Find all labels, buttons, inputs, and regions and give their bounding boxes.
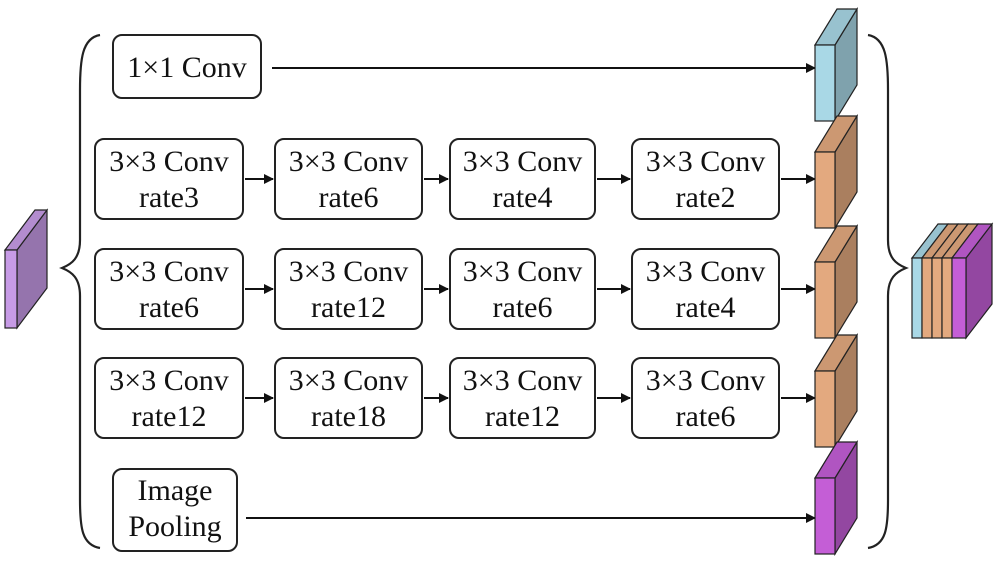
conv-box — [274, 357, 423, 439]
input-block — [3, 208, 49, 330]
conv-box — [631, 248, 780, 330]
concat-layer-front — [911, 257, 923, 339]
image-pooling-label-line1: Image — [138, 474, 213, 507]
conv-box-type: 3×3 Conv — [289, 255, 408, 288]
conv1x1-label: 1×1 Conv — [127, 51, 246, 84]
conv-box — [274, 248, 423, 330]
concat-layer-5 — [950, 222, 994, 340]
conv-box-rate: rate6 — [676, 400, 736, 433]
conv-box-rate: rate4 — [493, 181, 553, 214]
branch-output-blocks — [813, 6, 859, 557]
branch-conv1x1: 1×1 Conv — [112, 34, 816, 99]
branch-output-1-front — [814, 44, 836, 122]
conv-box-type: 3×3 Conv — [646, 255, 765, 288]
concat-layer-front — [931, 257, 943, 339]
image-pooling-label-line2: Pooling — [128, 510, 221, 543]
concat-layer-front — [941, 257, 953, 339]
conv-box — [631, 357, 780, 439]
conv-box — [449, 248, 596, 330]
conv-box — [449, 357, 596, 439]
concat-layer-5-front — [951, 257, 967, 339]
branch-output-3 — [813, 223, 859, 341]
branch-output-4-front — [814, 370, 836, 448]
conv-box-type: 3×3 Conv — [463, 255, 582, 288]
input-feature-block — [3, 208, 49, 330]
conv-box-type: 3×3 Conv — [109, 255, 228, 288]
conv-box-rate: rate12 — [311, 291, 386, 324]
conv-box-rate: rate6 — [493, 291, 553, 324]
conv-box — [94, 138, 244, 220]
conv-box — [94, 357, 244, 439]
conv-box-rate: rate3 — [139, 181, 199, 214]
conv-box-type: 3×3 Conv — [646, 364, 765, 397]
branch-output-5 — [813, 439, 859, 557]
conv-box-rate: rate6 — [139, 291, 199, 324]
conv-box-rate: rate12 — [485, 400, 560, 433]
conv-box — [449, 138, 596, 220]
branch-output-3-front — [814, 261, 836, 339]
right-brace — [867, 33, 909, 550]
branch-output-2 — [813, 113, 859, 231]
conv-box — [274, 138, 423, 220]
conv-box-rate: rate12 — [132, 400, 207, 433]
image-pooling-box — [112, 468, 238, 552]
concat-layer-front — [921, 257, 933, 339]
conv-box-type: 3×3 Conv — [109, 145, 228, 178]
conv-box-rate: rate2 — [676, 181, 736, 214]
conv-box-rate: rate6 — [319, 181, 379, 214]
branch-output-1 — [813, 6, 859, 124]
conv-box — [631, 138, 780, 220]
conv-box-type: 3×3 Conv — [289, 364, 408, 397]
branch-output-4 — [813, 332, 859, 450]
input-block-front — [4, 249, 18, 329]
left-brace — [59, 33, 101, 550]
conv1x1-box — [112, 34, 262, 99]
conv-box-rate: rate18 — [311, 400, 386, 433]
conv-box-type: 3×3 Conv — [463, 364, 582, 397]
branch-image-pooling: Image Pooling — [112, 468, 816, 552]
conv-box — [94, 248, 244, 330]
conv-box-type: 3×3 Conv — [646, 145, 765, 178]
branch-output-2-front — [814, 151, 836, 229]
conv-box-type: 3×3 Conv — [289, 145, 408, 178]
branch-output-5-front — [814, 477, 836, 555]
concatenated-output-block — [910, 222, 994, 340]
conv-box-rate: rate4 — [676, 291, 736, 324]
conv-box-type: 3×3 Conv — [109, 364, 228, 397]
conv-box-type: 3×3 Conv — [463, 145, 582, 178]
